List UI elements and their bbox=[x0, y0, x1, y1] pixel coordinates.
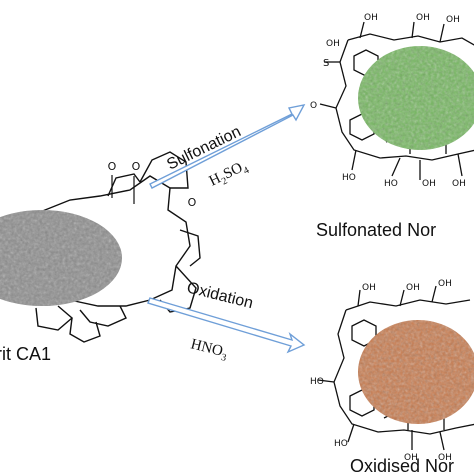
sulf-cooh-3: OH bbox=[446, 15, 460, 25]
sulfonic-oh: OH bbox=[326, 39, 340, 49]
start-carbon-texture bbox=[0, 210, 122, 306]
start-carbonyl-o-2: O bbox=[132, 160, 141, 173]
ox-cooh-3: OH bbox=[438, 279, 452, 289]
sulf-cooh-1: OH bbox=[364, 13, 378, 23]
ox-cooh-5: OH bbox=[438, 453, 452, 463]
oxidised-carbon-texture bbox=[358, 320, 474, 424]
sulf-cooh-4: OH bbox=[422, 179, 436, 189]
sulf-ho-2: HO bbox=[384, 179, 398, 189]
sulfonic-sulfur: S bbox=[323, 58, 329, 69]
oxidised-label: Oxidised Nor bbox=[350, 456, 454, 474]
ox-cooh-2: OH bbox=[406, 283, 420, 293]
oxidation-reagent: HNO3 bbox=[188, 336, 229, 364]
ox-ho-left: HO bbox=[310, 377, 324, 387]
start-material-label: rit CA1 bbox=[0, 344, 51, 364]
sulf-ho: HO bbox=[342, 173, 356, 183]
sulfonated-carbon-structure: OH OH OH S OH O HO HO OH OH bbox=[310, 13, 474, 189]
oxidised-hexagon-network bbox=[317, 285, 474, 451]
oxidised-carbon-structure: OH OH OH HO HO OH OH bbox=[310, 279, 474, 463]
ox-cooh-1: OH bbox=[362, 283, 376, 293]
sulf-cooh-5: OH bbox=[452, 179, 466, 189]
sulfonation-reagent: H2SO4 bbox=[207, 158, 251, 193]
ox-cooh-4: OH bbox=[404, 453, 418, 463]
sulf-carbonyl-o: O bbox=[310, 101, 317, 111]
sulf-cooh-2: OH bbox=[416, 13, 430, 23]
sulfonated-hexagon-network bbox=[319, 21, 474, 180]
sulfonation-arrow bbox=[149, 104, 306, 189]
sulfonated-carbon-texture bbox=[358, 46, 474, 150]
oxidation-arrow bbox=[147, 297, 306, 354]
lactone-bonds bbox=[111, 175, 135, 204]
oxidation-label: Oxidation bbox=[185, 279, 255, 312]
start-carbonyl-o-1: O bbox=[108, 160, 117, 173]
start-carbon-structure: O O O bbox=[0, 151, 201, 343]
sulfonated-label: Sulfonated Nor bbox=[316, 220, 436, 240]
ox-ho: HO bbox=[334, 439, 348, 449]
start-carbonyl-o-3: O bbox=[188, 196, 197, 209]
